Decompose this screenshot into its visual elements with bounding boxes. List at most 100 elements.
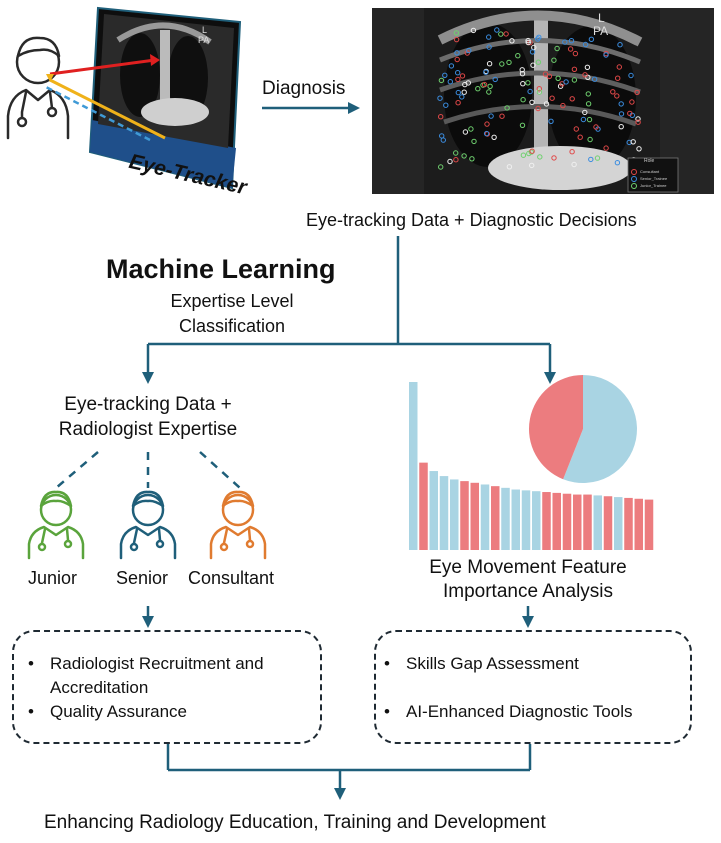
fixation-point xyxy=(585,101,592,107)
fixation-point xyxy=(618,111,625,117)
fixation-point xyxy=(551,57,557,63)
fixation-point xyxy=(549,95,555,101)
feature-bar xyxy=(429,471,438,550)
fixation-point xyxy=(529,148,535,154)
feature-bar xyxy=(409,382,418,550)
fixation-point xyxy=(536,89,543,95)
fixation-point xyxy=(447,79,453,85)
fixation-point xyxy=(461,89,467,95)
fixation-point xyxy=(462,129,469,135)
applications-box-left xyxy=(12,630,322,744)
feature-bar xyxy=(614,497,623,550)
fixation-point xyxy=(453,157,459,163)
bullet-item: •Quality Assurance xyxy=(28,702,188,721)
radiologist-icon xyxy=(6,36,70,140)
fixation-point xyxy=(543,101,550,107)
fixation-point xyxy=(582,72,588,78)
xray-large-marker-pa: PA xyxy=(593,24,609,38)
feature-bar xyxy=(419,462,428,550)
fixation-point xyxy=(536,86,542,92)
fixation-point xyxy=(525,80,531,86)
fixation-point xyxy=(529,99,535,106)
xray-small-marker-l: L xyxy=(202,25,208,35)
flow-connectors xyxy=(146,236,552,790)
fixation-point xyxy=(634,89,640,96)
fixation-point xyxy=(603,52,609,58)
fixation-point xyxy=(591,76,598,82)
pie-slice xyxy=(563,375,637,483)
fixation-point xyxy=(588,36,595,42)
xray-small-marker-pa: PA xyxy=(198,35,210,45)
fixation-point xyxy=(469,156,475,162)
fixation-point xyxy=(635,119,641,125)
fixation-point xyxy=(503,31,509,37)
feature-bar xyxy=(542,492,551,550)
feature-importance-bars xyxy=(409,382,654,550)
fixation-point xyxy=(515,53,521,59)
applications-box-right xyxy=(374,630,692,744)
fixation-point xyxy=(499,61,505,67)
feature-bar xyxy=(573,494,582,550)
fixation-point xyxy=(488,113,494,119)
feature-bar xyxy=(552,492,561,550)
fixation-point xyxy=(529,49,536,55)
fixation-point xyxy=(569,149,575,155)
left-heading-line1: Eye-tracking Data + xyxy=(64,394,232,415)
ml-subtitle-line1: Expertise Level xyxy=(170,291,294,311)
fixation-point xyxy=(616,64,622,70)
feature-bar xyxy=(501,487,510,550)
fixation-point xyxy=(535,36,541,42)
bullet-item: •AI-Enhanced Diagnostic Tools xyxy=(384,702,633,721)
fixation-point xyxy=(614,160,621,166)
fixation-point xyxy=(454,56,460,63)
fixation-point xyxy=(630,139,636,145)
feature-bar xyxy=(439,476,449,550)
diagnosis-arrow xyxy=(262,102,360,114)
fixation-point xyxy=(580,116,587,123)
fixation-point xyxy=(506,59,512,66)
feature-bar xyxy=(562,493,572,550)
fixation-point xyxy=(563,79,569,85)
fixation-point xyxy=(448,63,455,69)
fixation-point xyxy=(468,126,474,132)
xray-legend-item: Junior_Trainee xyxy=(640,183,667,188)
fixation-point xyxy=(455,70,461,76)
feature-bar xyxy=(460,481,469,550)
fixation-point xyxy=(614,93,620,99)
conclusion-text: Enhancing Radiology Education, Training … xyxy=(44,812,546,833)
feature-bar xyxy=(480,484,490,550)
feature-bar xyxy=(583,494,592,550)
fixation-point xyxy=(506,164,513,170)
fixation-point xyxy=(567,46,574,52)
fixation-point xyxy=(537,154,543,160)
fixation-point xyxy=(438,114,444,120)
fixation-point xyxy=(628,72,634,79)
fixation-point xyxy=(487,83,493,90)
fixation-point xyxy=(551,155,557,161)
fixation-point xyxy=(542,71,549,77)
fixation-point xyxy=(582,109,588,116)
fixation-point xyxy=(535,59,542,65)
fixation-point xyxy=(568,38,575,44)
ml-title: Machine Learning xyxy=(106,254,336,284)
fixation-point xyxy=(483,130,490,137)
fixation-point xyxy=(519,122,526,129)
fixation-point xyxy=(548,118,554,125)
fixation-point xyxy=(475,86,481,92)
fixation-point xyxy=(577,134,583,140)
fixation-point xyxy=(519,71,526,77)
person-icon-senior xyxy=(119,490,177,560)
fixation-point xyxy=(593,124,599,130)
feature-bar xyxy=(644,499,654,550)
fixation-point xyxy=(484,121,490,127)
fixation-point xyxy=(483,69,489,75)
xray-legend-title: Role xyxy=(644,158,655,164)
fixation-point xyxy=(492,76,498,83)
role-label-junior: Junior xyxy=(28,568,78,588)
role-label-senior: Senior xyxy=(116,568,169,588)
fixation-point xyxy=(437,95,443,101)
fixation-point xyxy=(615,75,621,81)
right-heading-line2: Importance Analysis xyxy=(442,581,614,602)
fixation-point xyxy=(520,97,526,103)
